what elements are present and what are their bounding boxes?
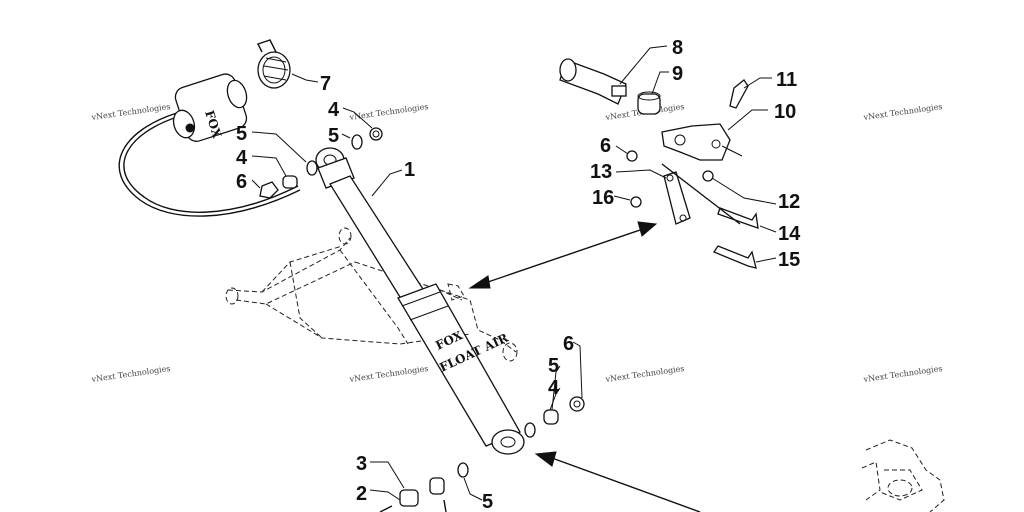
shock-absorber: FOX FLOAT AIR <box>315 147 525 455</box>
remote-reservoir: FOX <box>118 73 301 217</box>
lower-hardware <box>379 396 585 512</box>
watermark: vNext Technologies <box>604 364 685 384</box>
hose-clamp <box>257 39 291 89</box>
callout-7: 7 <box>320 73 331 95</box>
callout-10: 10 <box>774 101 796 123</box>
upper-hardware <box>259 127 383 199</box>
watermarks: vNext Technologies vNext Technologies vN… <box>90 102 943 384</box>
partial-bracket <box>861 439 945 512</box>
callout-9: 9 <box>672 63 683 85</box>
callout-6: 6 <box>563 333 574 355</box>
watermark: vNext Technologies <box>90 364 171 384</box>
callout-6: 6 <box>236 171 247 193</box>
linkage-assembly <box>559 58 759 269</box>
callout-13: 13 <box>590 161 612 183</box>
callout-15: 15 <box>778 249 800 271</box>
callout-2: 2 <box>356 483 367 505</box>
watermark: vNext Technologies <box>348 102 429 122</box>
callout-6: 6 <box>600 135 611 157</box>
watermark: vNext Technologies <box>862 364 943 384</box>
callout-4: 4 <box>548 377 560 399</box>
callout-1: 1 <box>404 159 415 181</box>
watermark: vNext Technologies <box>348 364 429 384</box>
callouts: 1 2 3 4 4 4 5 5 5 5 6 6 6 16 7 8 9 10 11… <box>236 37 801 512</box>
callout-4: 4 <box>328 99 340 121</box>
callout-11: 11 <box>776 69 797 91</box>
callout-5: 5 <box>548 355 559 377</box>
leader-lines <box>251 45 777 501</box>
arrows <box>468 221 701 512</box>
callout-5: 5 <box>482 491 493 512</box>
callout-5: 5 <box>328 125 339 147</box>
callout-3: 3 <box>356 453 367 475</box>
callout-4: 4 <box>236 147 248 169</box>
callout-14: 14 <box>778 223 801 245</box>
callout-5: 5 <box>236 123 247 145</box>
watermark: vNext Technologies <box>862 102 943 122</box>
callout-12: 12 <box>778 191 800 213</box>
callout-16: 16 <box>592 187 614 209</box>
callout-8: 8 <box>672 37 683 59</box>
watermark: vNext Technologies <box>90 102 171 122</box>
